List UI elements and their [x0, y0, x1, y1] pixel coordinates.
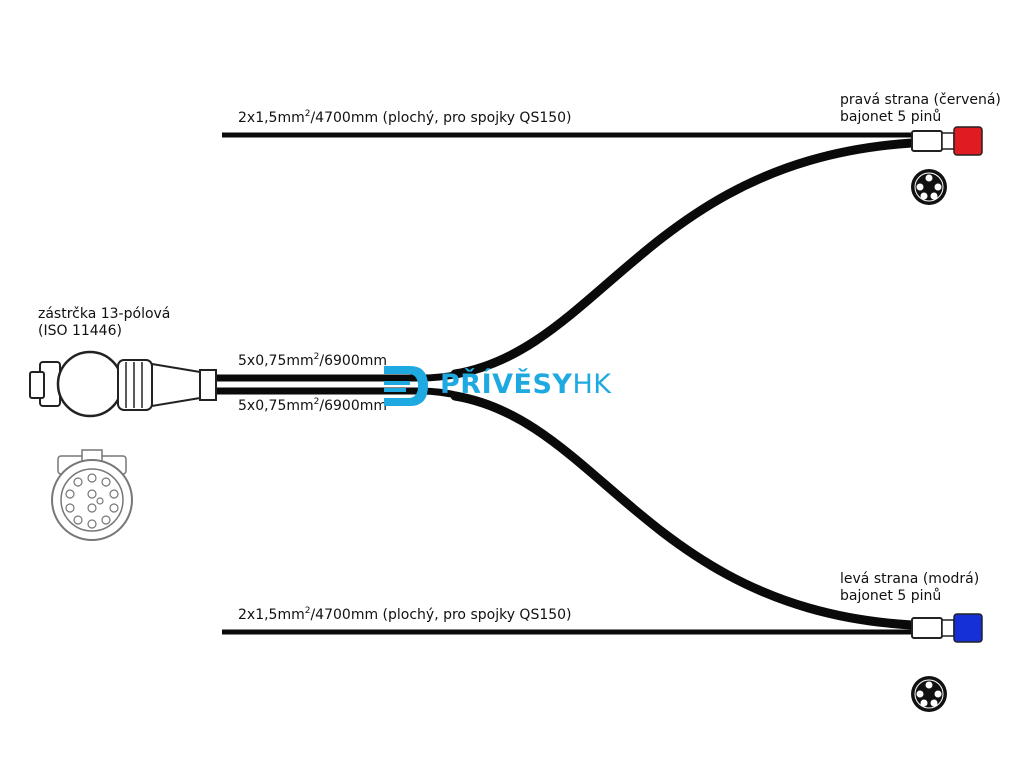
plug-label-line2: (ISO 11446) [38, 323, 122, 339]
privesy-hk-logo: PŘÍVĚSYHK [380, 362, 660, 410]
plug-label: zástrčka 13-pólová (ISO 11446) [38, 306, 170, 340]
branch-cable-right [450, 138, 917, 379]
branch-cable-left [450, 391, 917, 630]
main-cable-lower-label-text: 5x0,75mm [238, 398, 314, 414]
left-bayonet-5-pin-face-icon [911, 676, 947, 712]
plug-13-pin-side [29, 350, 217, 418]
right-side-label: pravá strana (červená) bajonet 5 pinů [840, 92, 1001, 126]
top-flat-cable-label-sup: 2 [304, 109, 311, 119]
main-cable-lower-label-rest: /6900mm [319, 398, 387, 414]
main-cable-lower-label: 5x0,75mm2/6900mm [238, 398, 387, 415]
logo-text: PŘÍVĚSYHK [440, 368, 611, 402]
right-bayonet-connector [911, 126, 983, 156]
left-side-label: levá strana (modrá) bajonet 5 pinů [840, 571, 979, 605]
plug-13-pin-face-icon [51, 449, 133, 541]
bottom-flat-cable-label-sup: 2 [304, 606, 311, 616]
top-flat-cable-label: 2x1,5mm2/4700mm (plochý, pro spojky QS15… [238, 110, 572, 127]
left-side-label-line2: bajonet 5 pinů [840, 588, 942, 604]
logo-light-text: HK [572, 369, 612, 400]
bottom-flat-cable-label-text: 2x1,5mm [238, 607, 305, 623]
main-cable-upper-label: 5x0,75mm2/6900mm [238, 353, 387, 370]
bottom-flat-cable-label-rest: /4700mm (plochý, pro spojky QS150) [310, 607, 572, 623]
main-cable-upper-label-sup: 2 [313, 352, 320, 362]
left-bayonet-connector [911, 613, 983, 643]
main-cable-lower-label-sup: 2 [313, 397, 320, 407]
top-flat-cable-label-text: 2x1,5mm [238, 110, 305, 126]
bottom-flat-cable-label: 2x1,5mm2/4700mm (plochý, pro spojky QS15… [238, 607, 572, 624]
main-cable-upper-label-rest: /6900mm [319, 353, 387, 369]
left-side-label-line1: levá strana (modrá) [840, 571, 980, 587]
plug-label-line1: zástrčka 13-pólová [38, 306, 171, 322]
logo-mark-icon [384, 366, 428, 406]
right-side-label-line1: pravá strana (červená) [840, 92, 1001, 108]
right-bayonet-5-pin-face-icon [911, 169, 947, 205]
main-cable-upper-label-text: 5x0,75mm [238, 353, 314, 369]
logo-strong-text: PŘÍVĚSY [440, 369, 573, 400]
right-side-label-line2: bajonet 5 pinů [840, 109, 942, 125]
top-flat-cable-label-rest: /4700mm (plochý, pro spojky QS150) [310, 110, 572, 126]
